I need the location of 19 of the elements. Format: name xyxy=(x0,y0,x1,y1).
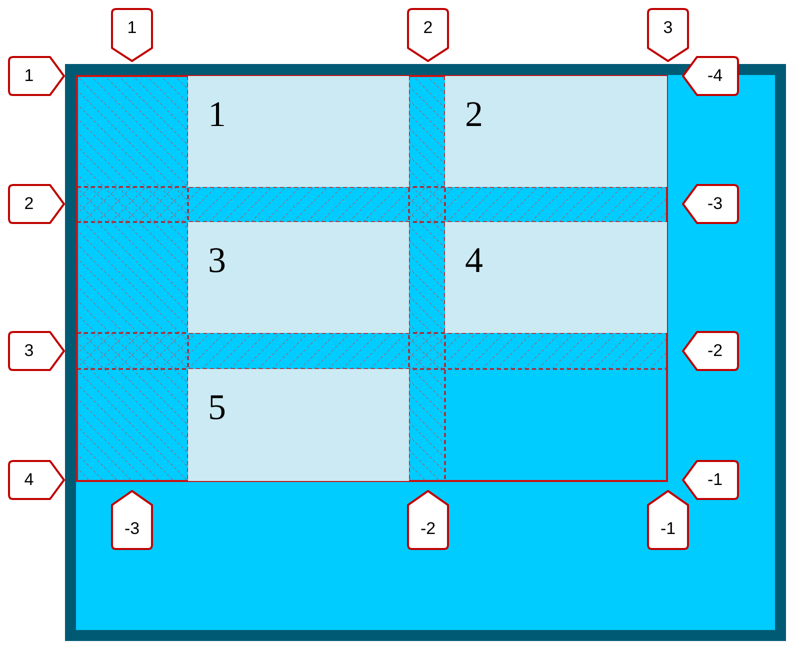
line-number-badge: 3 xyxy=(8,331,65,371)
line-number-badge: 2 xyxy=(8,184,65,224)
cell-number: 1 xyxy=(208,96,226,132)
cell-number: 4 xyxy=(465,242,483,278)
grid-container xyxy=(65,64,786,641)
cell-number: 3 xyxy=(208,242,226,278)
line-number-badge: 1 xyxy=(111,8,153,62)
cell-number: 2 xyxy=(465,96,483,132)
line-number-badge: -4 xyxy=(682,56,739,96)
line-number-badge: 2 xyxy=(407,8,449,62)
grid-cell xyxy=(188,222,409,333)
cell-number: 5 xyxy=(208,389,226,425)
grid-cell xyxy=(188,76,409,187)
line-number-badge: 4 xyxy=(8,460,65,500)
grid-cell xyxy=(445,76,667,187)
line-number-badge: 3 xyxy=(647,8,689,62)
grid-cell xyxy=(188,369,409,481)
grid-cell xyxy=(445,222,667,333)
line-number-badge: 1 xyxy=(8,56,65,96)
